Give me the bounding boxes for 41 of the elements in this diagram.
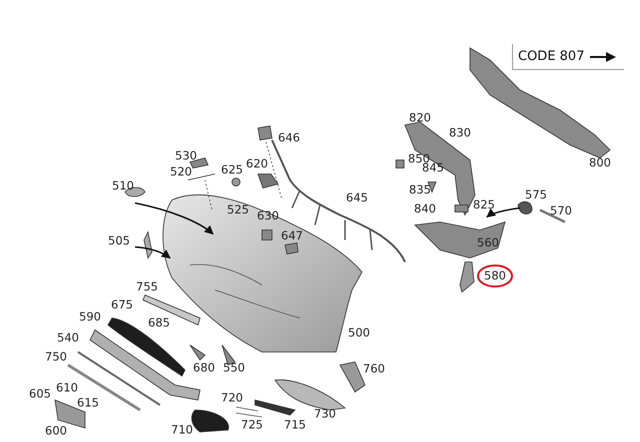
callout-number: 760 bbox=[363, 363, 385, 375]
callout-number: 720 bbox=[221, 392, 243, 404]
callout-number: 540 bbox=[57, 332, 79, 344]
callout-number: 590 bbox=[79, 311, 101, 323]
callout-number: 647 bbox=[281, 230, 303, 242]
callout-number: 625 bbox=[221, 164, 243, 176]
callout-number: 525 bbox=[227, 204, 249, 216]
callout-number: 610 bbox=[56, 382, 78, 394]
callout-number: 685 bbox=[148, 317, 170, 329]
callout-number: 825 bbox=[473, 199, 495, 211]
callout-number: 755 bbox=[136, 281, 158, 293]
callout-number: 550 bbox=[223, 362, 245, 374]
callout-number: 530 bbox=[175, 150, 197, 162]
callout-number: 575 bbox=[525, 189, 547, 201]
callout-number: 605 bbox=[29, 388, 51, 400]
callout-number: 615 bbox=[77, 397, 99, 409]
callout-number: 500 bbox=[348, 327, 370, 339]
callout-number: 570 bbox=[550, 205, 572, 217]
callout-number: 580 bbox=[484, 270, 506, 282]
callout-number: 830 bbox=[449, 127, 471, 139]
callout-number: 646 bbox=[278, 132, 300, 144]
callout-number: 710 bbox=[171, 424, 193, 436]
callout-number: 800 bbox=[589, 157, 611, 169]
callout-number: 645 bbox=[346, 192, 368, 204]
callout-number: 680 bbox=[193, 362, 215, 374]
callout-number: 505 bbox=[108, 235, 130, 247]
callout-number: 715 bbox=[284, 419, 306, 431]
callout-number: 845 bbox=[422, 162, 444, 174]
callout-number: 840 bbox=[414, 203, 436, 215]
callout-number: 725 bbox=[241, 419, 263, 431]
callout-number: 835 bbox=[409, 184, 431, 196]
callout-number: 820 bbox=[409, 112, 431, 124]
callout-number: 600 bbox=[45, 425, 67, 437]
callout-number: 730 bbox=[314, 408, 336, 420]
callout-number: 520 bbox=[170, 166, 192, 178]
code-label: CODE 807 bbox=[518, 49, 584, 64]
callout-number: 620 bbox=[246, 158, 268, 170]
callout-number: 560 bbox=[477, 237, 499, 249]
callout-number: 750 bbox=[45, 351, 67, 363]
callout-number: 675 bbox=[111, 299, 133, 311]
callout-number: 510 bbox=[112, 180, 134, 192]
